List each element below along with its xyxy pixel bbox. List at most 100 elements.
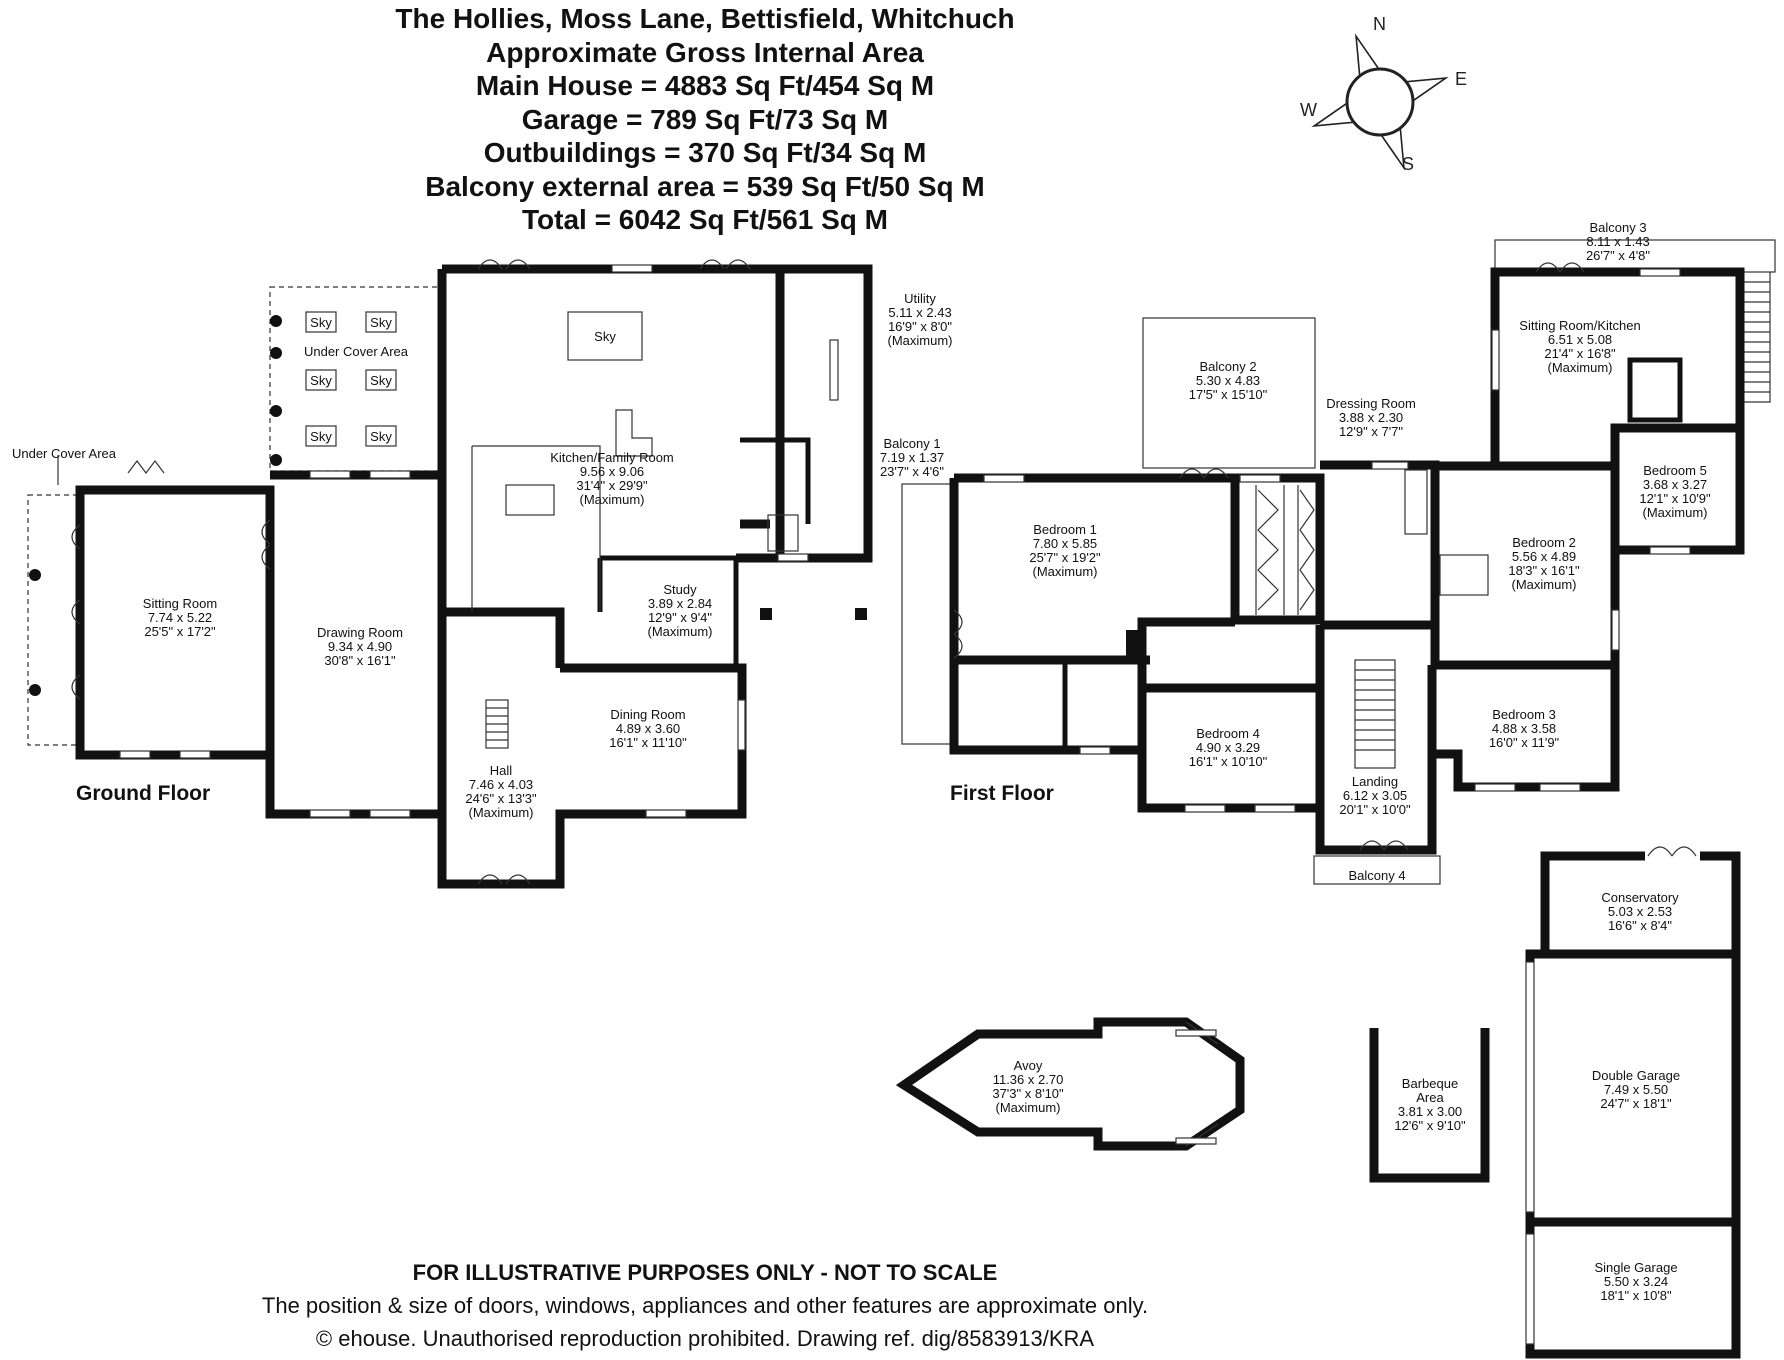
conservatory-label: Conservatory 5.03 x 2.53 16'6" x 8'4": [1601, 890, 1679, 933]
garage-door: [1525, 961, 1535, 1213]
room-imperial: 23'7" x 4'6": [880, 464, 944, 479]
room-name: Bedroom 5: [1643, 463, 1707, 478]
room-imperial: 26'7" x 4'8": [1586, 248, 1650, 263]
garage-area: Garage = 789 Sq Ft/73 Sq M: [521, 103, 889, 135]
first-floor-label: First Floor: [950, 782, 1054, 805]
hall-label: Hall 7.46 x 4.03 24'6" x 13'3" (Maximum): [465, 763, 537, 820]
sky-label: Sky: [310, 373, 332, 388]
sitting-room-kitchen-label: Sitting Room/Kitchen 6.51 x 5.08 21'4" x…: [1519, 318, 1640, 375]
balcony-4-label: Balcony 4: [1348, 868, 1405, 883]
room-imperial: 16'9" x 8'0": [888, 319, 952, 334]
bedroom-1-walls: [949, 473, 1240, 755]
study-label: Study 3.89 x 2.84 12'9" x 9'4" (Maximum): [648, 582, 713, 639]
room-metric: 4.88 x 3.58: [1492, 721, 1556, 736]
bathroom-walls: [1320, 460, 1440, 630]
room-name: Barbeque: [1402, 1076, 1458, 1091]
drawing-room-label: Drawing Room 9.34 x 4.90 30'8" x 16'1": [317, 625, 403, 668]
room-imperial: 12'1" x 10'9": [1639, 491, 1711, 506]
room-name: Drawing Room: [317, 625, 403, 640]
room-metric: 6.12 x 3.05: [1343, 788, 1407, 803]
room-note: (Maximum): [996, 1100, 1061, 1115]
room-imperial: 20'1" x 10'0": [1339, 802, 1411, 817]
dressing-room-label: Dressing Room 3.88 x 2.30 12'9" x 7'7": [1326, 396, 1416, 439]
room-metric: 5.03 x 2.53: [1608, 904, 1672, 919]
area-heading: Approximate Gross Internal Area: [486, 36, 924, 68]
total-area: Total = 6042 Sq Ft/561 Sq M: [522, 204, 888, 235]
room-imperial: 30'8" x 16'1": [324, 653, 396, 668]
bedroom-4-walls: [1137, 683, 1325, 813]
balcony-2-label: Balcony 2 5.30 x 4.83 17'5" x 15'10": [1189, 359, 1268, 402]
room-imperial: 12'6" x 9'10": [1394, 1118, 1466, 1133]
avoy-walls: [895, 1017, 1245, 1151]
skylight: [567, 311, 643, 361]
under-cover-area-top: [269, 286, 443, 472]
room-metric: 9.56 x 9.06: [580, 464, 644, 479]
room-name: Avoy: [1014, 1058, 1043, 1073]
first-floor-plan: First Floor Balcony 1 7.19 x 1.37 23'7" …: [880, 220, 1776, 885]
room-note: (Maximum): [1033, 564, 1098, 579]
skylight: [365, 425, 397, 447]
room-metric: 9.34 x 4.90: [328, 639, 392, 654]
room-name: Bedroom 4: [1196, 726, 1260, 741]
room-metric: 5.50 x 3.24: [1604, 1274, 1668, 1289]
bedroom-3-walls: [1432, 660, 1620, 792]
room-imperial: 25'5" x 17'2": [144, 624, 216, 639]
skylight: [365, 369, 397, 391]
balcony-4-outline: [1313, 855, 1441, 885]
balcony-2-outline: [1142, 317, 1316, 469]
room-name: Area: [1416, 1090, 1444, 1105]
room-metric: 4.89 x 3.60: [616, 721, 680, 736]
room-metric: 7.80 x 5.85: [1033, 536, 1097, 551]
room-imperial: 16'1" x 10'10": [1189, 754, 1268, 769]
room-metric: 5.56 x 4.89: [1512, 549, 1576, 564]
garage-door: [1525, 1233, 1535, 1345]
room-note: (Maximum): [1512, 577, 1577, 592]
room-imperial: 17'5" x 15'10": [1189, 387, 1268, 402]
room-name: Dining Room: [610, 707, 685, 722]
balcony-3-label: Balcony 3 8.11 x 1.43 26'7" x 4'8": [1586, 220, 1650, 263]
bedroom-2-label: Bedroom 2 5.56 x 4.89 18'3" x 16'1" (Max…: [1508, 535, 1580, 592]
room-metric: 5.30 x 4.83: [1196, 373, 1260, 388]
bedroom-1-label: Bedroom 1 7.80 x 5.85 25'7" x 19'2" (Max…: [1029, 522, 1101, 579]
room-metric: 7.46 x 4.03: [469, 777, 533, 792]
disclaimer-footer: FOR ILLUSTRATIVE PURPOSES ONLY - NOT TO …: [0, 1256, 1410, 1355]
outbuildings-area: Outbuildings = 370 Sq Ft/34 Sq M: [483, 137, 927, 168]
conservatory-walls: [1540, 851, 1741, 954]
room-note: (Maximum): [580, 492, 645, 507]
kitchen-island: [505, 484, 555, 516]
approximation-notice: The position & size of doors, windows, a…: [261, 1293, 1149, 1318]
room-name: Double Garage: [1592, 1068, 1680, 1083]
single-garage-label: Single Garage 5.50 x 3.24 18'1" x 10'8": [1594, 1260, 1677, 1303]
room-name: Study: [663, 582, 697, 597]
bedroom-3-label: Bedroom 3 4.88 x 3.58 16'0" x 11'9": [1489, 707, 1560, 750]
dining-room-label: Dining Room 4.89 x 3.60 16'1" x 11'10": [609, 707, 687, 750]
compass-e: E: [1455, 69, 1467, 89]
room-note: (Maximum): [1643, 505, 1708, 520]
room-name: Conservatory: [1601, 890, 1679, 905]
bedroom-4-label: Bedroom 4 4.90 x 3.29 16'1" x 10'10": [1189, 726, 1268, 769]
room-metric: 3.88 x 2.30: [1339, 410, 1403, 425]
under-cover-area-left: [27, 494, 81, 746]
room-name: Sitting Room/Kitchen: [1519, 318, 1640, 333]
room-name: Bedroom 3: [1492, 707, 1556, 722]
room-imperial: 37'3" x 8'10": [992, 1086, 1064, 1101]
room-note: (Maximum): [1548, 360, 1613, 375]
room-name: Bedroom 2: [1512, 535, 1576, 550]
room-name: Balcony 1: [883, 436, 940, 451]
room-note: (Maximum): [648, 624, 713, 639]
compass-rose-icon: N E S W: [1300, 14, 1467, 174]
room-metric: 7.49 x 5.50: [1604, 1082, 1668, 1097]
sky-label: Sky: [370, 429, 392, 444]
outbuildings-plan: Avoy 11.36 x 2.70 37'3" x 8'10" (Maximum…: [895, 846, 1741, 1359]
room-metric: 5.11 x 2.43: [888, 305, 951, 320]
room-name: Hall: [490, 763, 513, 778]
room-imperial: 24'7" x 18'1": [1600, 1096, 1672, 1111]
room-name: Bedroom 1: [1033, 522, 1097, 537]
property-address: The Hollies, Moss Lane, Bettisfield, Whi…: [395, 3, 1015, 34]
barbeque-area-label: Barbeque Area 3.81 x 3.00 12'6" x 9'10": [1394, 1076, 1466, 1133]
room-note: (Maximum): [888, 333, 953, 348]
avoy-label: Avoy 11.36 x 2.70 37'3" x 8'10" (Maximum…: [992, 1058, 1064, 1115]
sky-label: Sky: [594, 329, 616, 344]
barbeque-area-walls: [1369, 1028, 1490, 1183]
